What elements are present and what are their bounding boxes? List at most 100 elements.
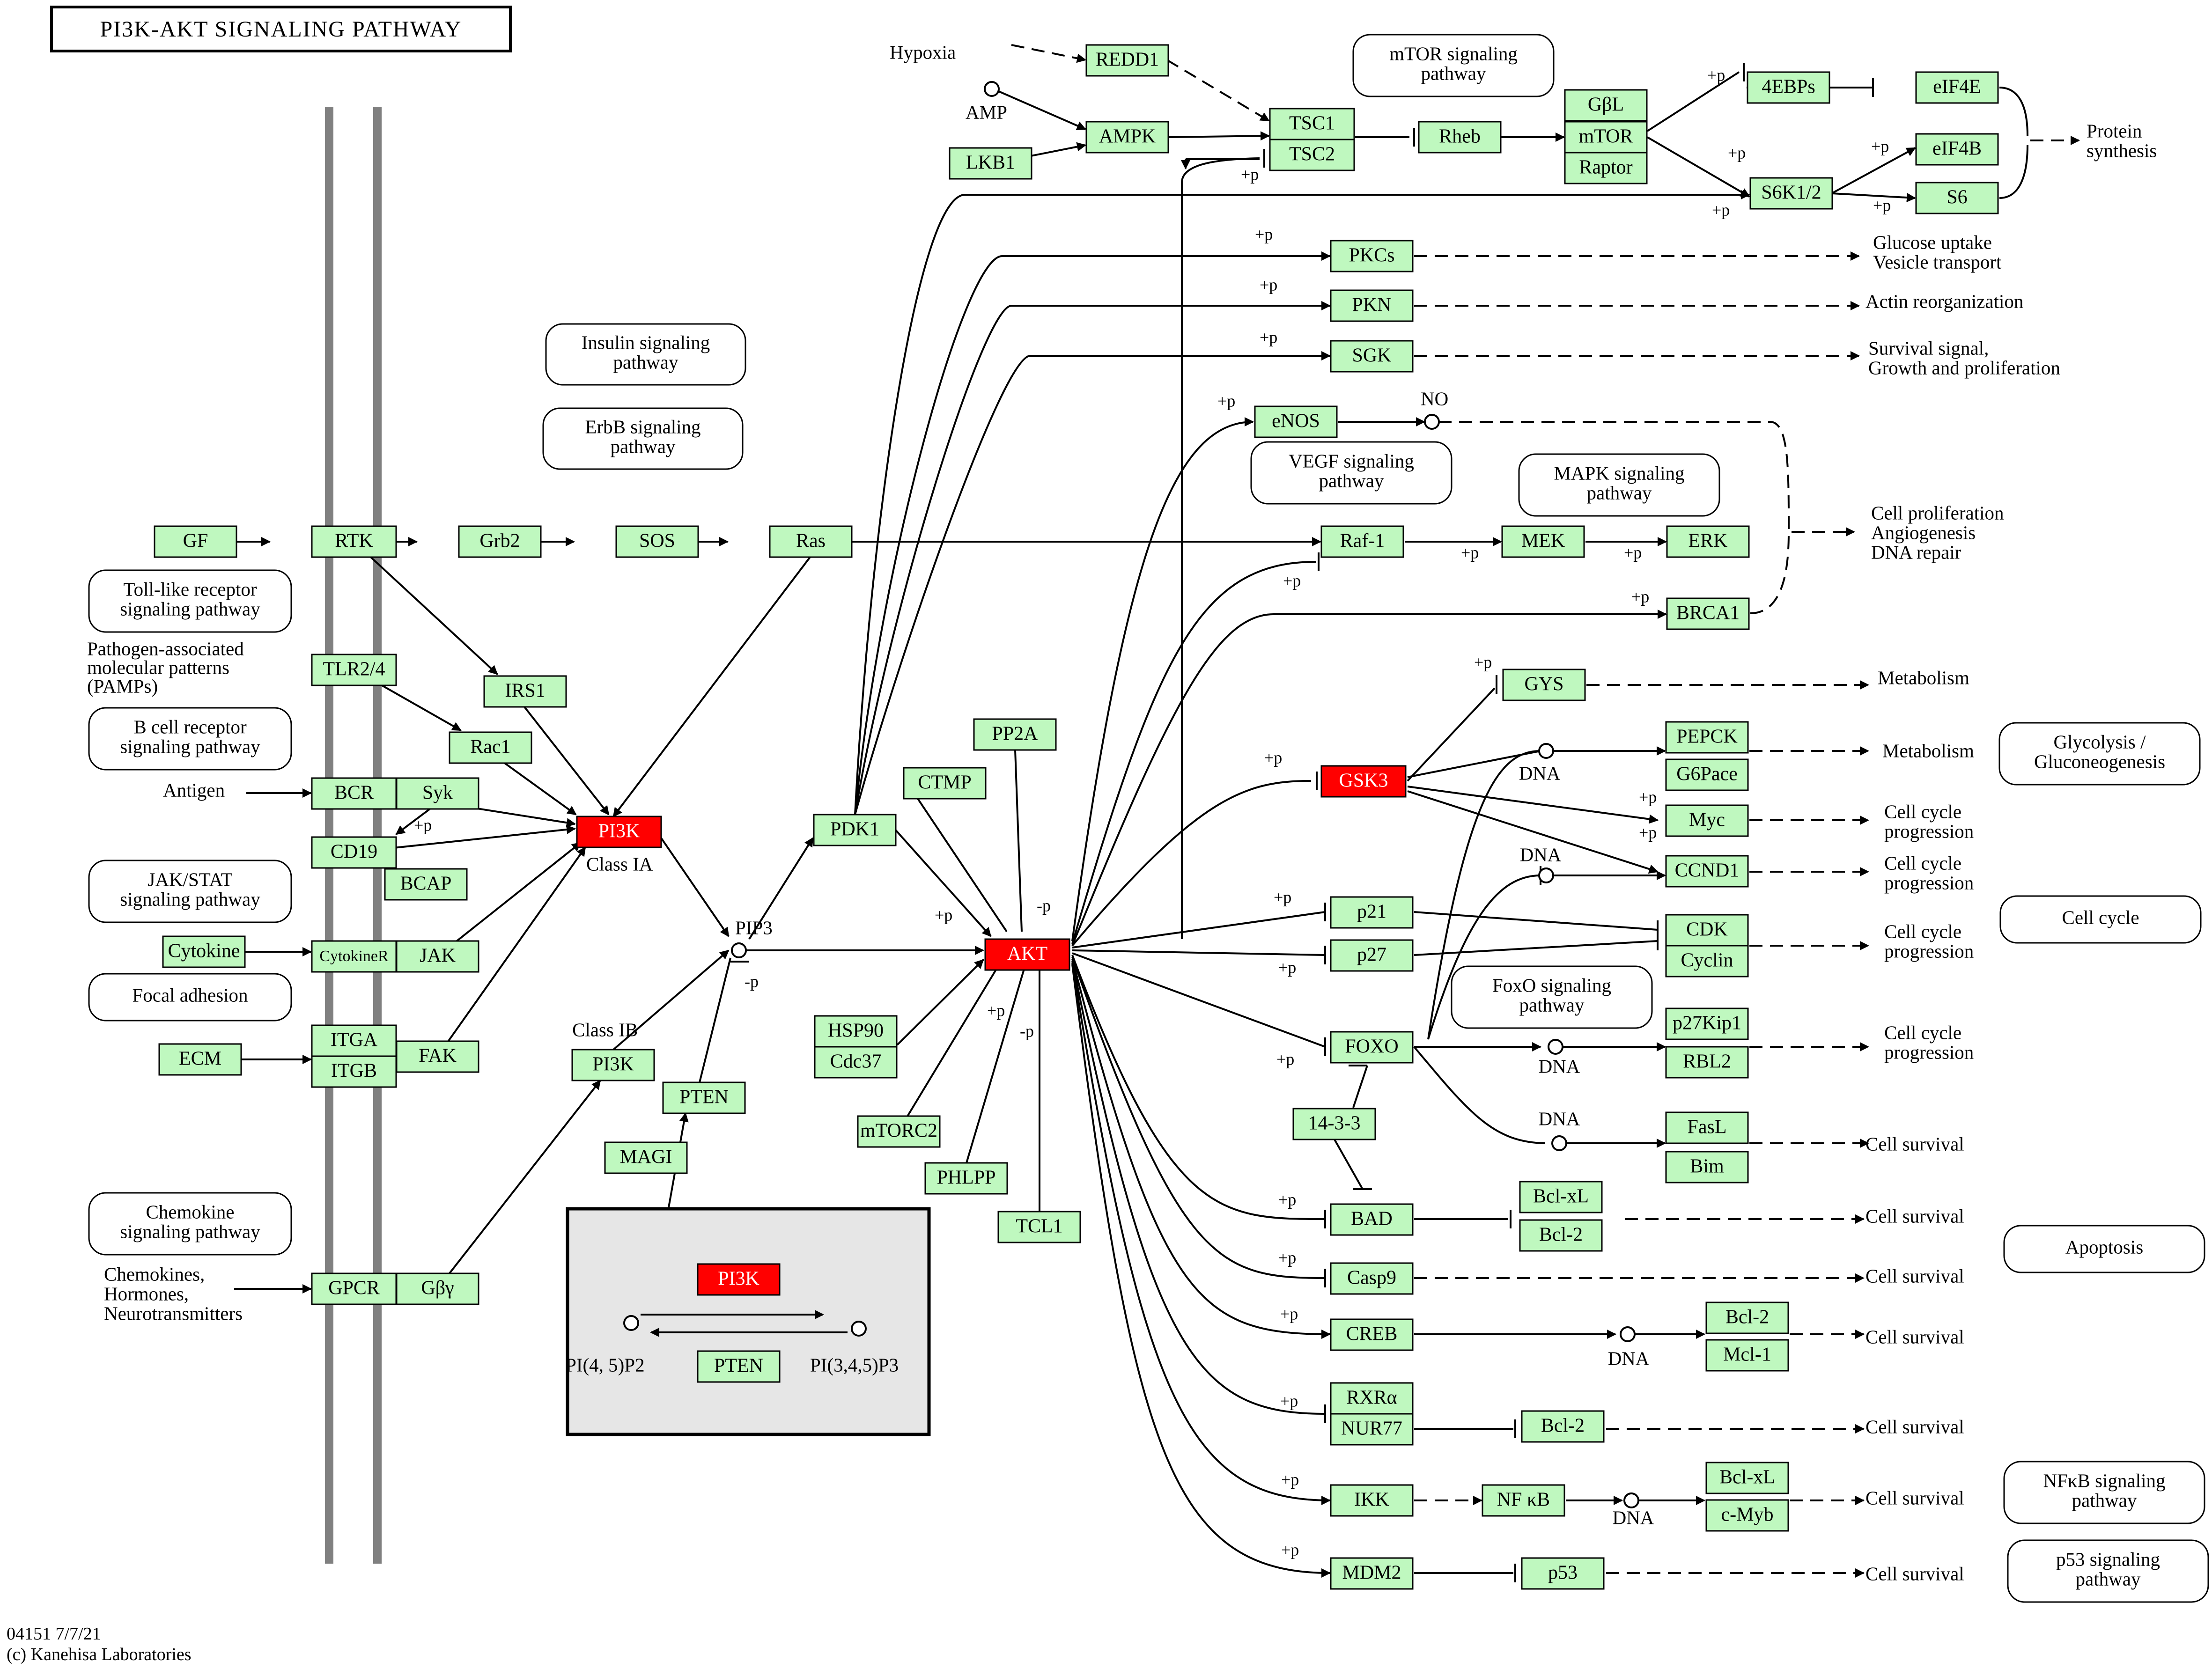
gene-lkb1[interactable]: LKB1 bbox=[949, 147, 1032, 180]
gene-gsk3[interactable]: GSK3 bbox=[1320, 765, 1407, 798]
gene-s6[interactable]: S6 bbox=[1915, 182, 1999, 214]
gene-akt[interactable]: AKT bbox=[984, 938, 1070, 971]
gene-syk[interactable]: Syk bbox=[396, 777, 479, 810]
gene-pepck[interactable]: PEPCK bbox=[1665, 721, 1749, 754]
gene-mcl1[interactable]: Mcl-1 bbox=[1705, 1339, 1789, 1372]
gene-jak[interactable]: JAK bbox=[396, 940, 479, 973]
gene-magi[interactable]: MAGI bbox=[604, 1141, 688, 1174]
gene-bad[interactable]: BAD bbox=[1330, 1203, 1414, 1236]
gene-foxo[interactable]: FOXO bbox=[1330, 1031, 1414, 1064]
gene-mtorc2[interactable]: mTORC2 bbox=[857, 1115, 941, 1148]
gene-gbl[interactable]: GβL bbox=[1564, 89, 1648, 122]
gene-bim[interactable]: Bim bbox=[1665, 1151, 1749, 1183]
gene-tlr24[interactable]: TLR2/4 bbox=[311, 654, 397, 686]
gene-1433[interactable]: 14-3-3 bbox=[1292, 1108, 1376, 1140]
gene-irs1[interactable]: IRS1 bbox=[483, 675, 567, 708]
gene-p27kip1[interactable]: p27Kip1 bbox=[1665, 1007, 1749, 1040]
gene-rac1[interactable]: Rac1 bbox=[449, 731, 532, 764]
gene-mdm2[interactable]: MDM2 bbox=[1330, 1557, 1414, 1590]
gene-itgb[interactable]: ITGB bbox=[311, 1055, 397, 1088]
gene-bcap[interactable]: BCAP bbox=[384, 868, 468, 901]
gene-gbg[interactable]: Gβγ bbox=[396, 1272, 479, 1305]
pathway-focal[interactable]: Focal adhesion bbox=[88, 973, 292, 1022]
gene-gf[interactable]: GF bbox=[154, 525, 237, 558]
gene-pi3k-ib[interactable]: PI3K bbox=[571, 1049, 655, 1081]
gene-myc[interactable]: Myc bbox=[1665, 804, 1749, 837]
gene-tsc1[interactable]: TSC1 bbox=[1269, 108, 1355, 140]
gene-nur77[interactable]: NUR77 bbox=[1330, 1413, 1414, 1446]
gene-bclxl-2[interactable]: Bcl-xL bbox=[1705, 1462, 1789, 1494]
gene-bcl2-2[interactable]: Bcl-2 bbox=[1705, 1301, 1789, 1334]
gene-cytokine[interactable]: Cytokine bbox=[162, 935, 246, 968]
gene-fak[interactable]: FAK bbox=[396, 1040, 479, 1073]
gene-sos[interactable]: SOS bbox=[615, 525, 699, 558]
gene-g6pace[interactable]: G6Pace bbox=[1665, 758, 1749, 791]
gene-nfkb[interactable]: NF κB bbox=[1482, 1484, 1565, 1517]
pathway-cellcycle[interactable]: Cell cycle bbox=[1999, 895, 2202, 944]
gene-ecm[interactable]: ECM bbox=[158, 1043, 242, 1076]
gene-pdk1[interactable]: PDK1 bbox=[813, 814, 897, 846]
gene-bcl2-1[interactable]: Bcl-2 bbox=[1519, 1219, 1603, 1252]
gene-pkn[interactable]: PKN bbox=[1330, 289, 1414, 322]
gene-ccnd1[interactable]: CCND1 bbox=[1665, 855, 1749, 888]
gene-raptor[interactable]: Raptor bbox=[1564, 152, 1648, 184]
gene-eif4e[interactable]: eIF4E bbox=[1915, 71, 1999, 104]
gene-pp2a[interactable]: PP2A bbox=[973, 718, 1057, 751]
gene-bclxl-1[interactable]: Bcl-xL bbox=[1519, 1181, 1603, 1213]
gene-pkcs[interactable]: PKCs bbox=[1330, 240, 1414, 272]
gene-rtk[interactable]: RTK bbox=[311, 525, 397, 558]
gene-rxra[interactable]: RXRα bbox=[1330, 1382, 1414, 1415]
gene-tcl1[interactable]: TCL1 bbox=[997, 1211, 1081, 1243]
gene-raf1[interactable]: Raf-1 bbox=[1320, 525, 1404, 558]
gene-fasl[interactable]: FasL bbox=[1665, 1111, 1749, 1144]
gene-cd19[interactable]: CD19 bbox=[311, 836, 397, 869]
gene-rbl2[interactable]: RBL2 bbox=[1665, 1046, 1749, 1079]
gene-gpcr[interactable]: GPCR bbox=[311, 1272, 397, 1305]
gene-bcr[interactable]: BCR bbox=[311, 777, 397, 810]
gene-ampk[interactable]: AMPK bbox=[1085, 121, 1169, 154]
gene-cdc37[interactable]: Cdc37 bbox=[814, 1046, 898, 1079]
gene-enos[interactable]: eNOS bbox=[1254, 405, 1338, 438]
gene-grb2[interactable]: Grb2 bbox=[458, 525, 542, 558]
gene-creb[interactable]: CREB bbox=[1330, 1318, 1414, 1351]
gene-ikk[interactable]: IKK bbox=[1330, 1484, 1414, 1517]
gene-p27[interactable]: p27 bbox=[1330, 939, 1414, 972]
gene-casp9[interactable]: Casp9 bbox=[1330, 1262, 1414, 1295]
gene-l-pi3k[interactable]: PI3K bbox=[697, 1263, 781, 1296]
gene-rheb[interactable]: Rheb bbox=[1418, 121, 1502, 154]
gene-hsp90[interactable]: HSP90 bbox=[814, 1015, 898, 1048]
gene-p53[interactable]: p53 bbox=[1521, 1557, 1605, 1590]
gene-gys[interactable]: GYS bbox=[1502, 669, 1586, 701]
gene-pi3k[interactable]: PI3K bbox=[576, 816, 662, 848]
gene-pten[interactable]: PTEN bbox=[662, 1081, 746, 1114]
gene-sgk[interactable]: SGK bbox=[1330, 340, 1414, 373]
gene-cdk[interactable]: CDK bbox=[1665, 914, 1749, 947]
gene-itga[interactable]: ITGA bbox=[311, 1024, 397, 1057]
gene-ctmp[interactable]: CTMP bbox=[903, 767, 987, 800]
pathway-glycolysis[interactable]: Glycolysis /Gluconeogenesis bbox=[1998, 722, 2201, 786]
gene-redd1[interactable]: REDD1 bbox=[1085, 44, 1169, 77]
gene-bcl2-3[interactable]: Bcl-2 bbox=[1521, 1410, 1605, 1443]
gene-eif4b[interactable]: eIF4B bbox=[1915, 133, 1999, 166]
pathway-apoptosis[interactable]: Apoptosis bbox=[2003, 1225, 2205, 1273]
gene-ras[interactable]: Ras bbox=[769, 525, 853, 558]
gene-cmyb[interactable]: c-Myb bbox=[1705, 1499, 1789, 1532]
gene-4ebps[interactable]: 4EBPs bbox=[1747, 71, 1830, 104]
gene-phlpp[interactable]: PHLPP bbox=[924, 1162, 1008, 1195]
gene-erk[interactable]: ERK bbox=[1666, 525, 1750, 558]
gene-cyclin[interactable]: Cyclin bbox=[1665, 945, 1749, 978]
gene-brca1[interactable]: BRCA1 bbox=[1666, 597, 1750, 630]
gene-tsc2[interactable]: TSC2 bbox=[1269, 139, 1355, 171]
gene-mek[interactable]: MEK bbox=[1501, 525, 1585, 558]
gene-l-pten[interactable]: PTEN bbox=[697, 1350, 781, 1383]
